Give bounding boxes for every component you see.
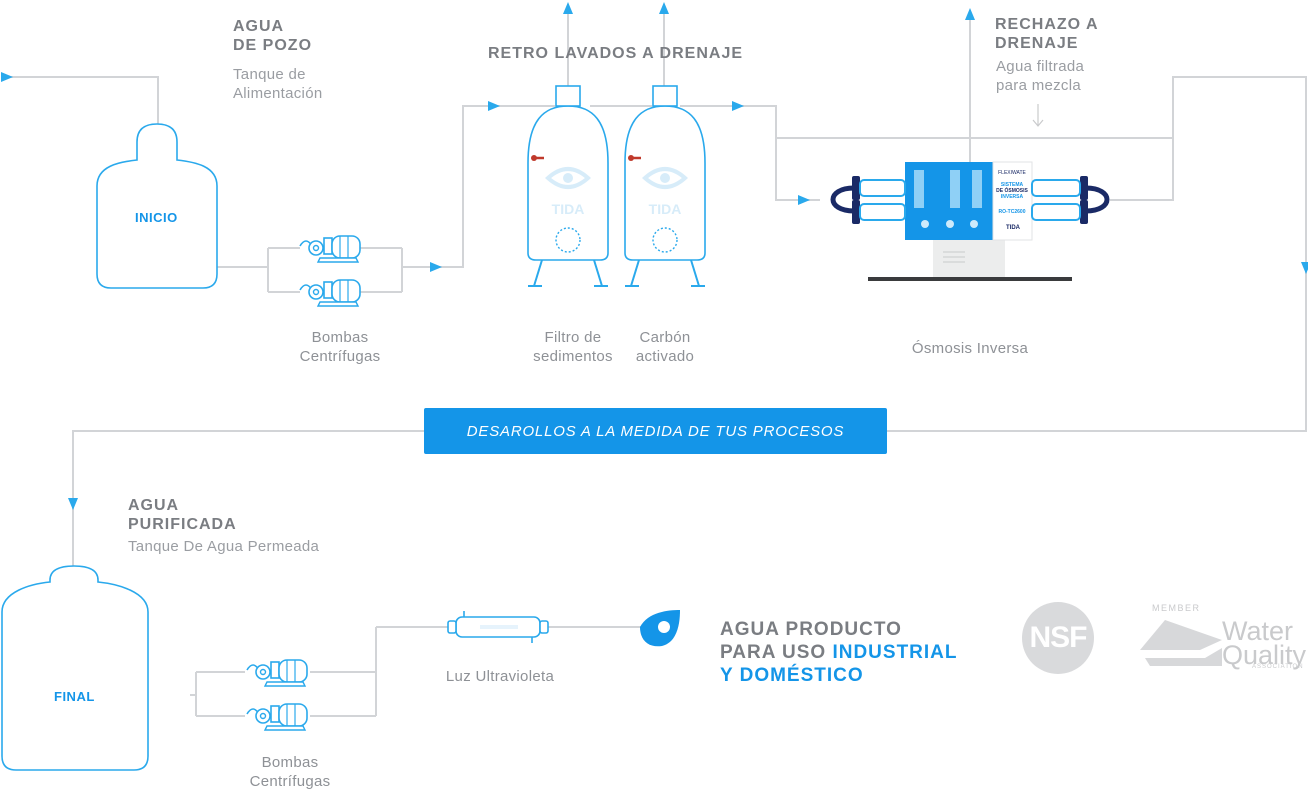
final-tank-label: FINAL bbox=[54, 689, 95, 704]
filter-brand-2: TIDA bbox=[649, 201, 682, 217]
centrifugal-pump-bottom-1 bbox=[246, 659, 308, 687]
ro-system-line3: INVERSA bbox=[1001, 194, 1024, 200]
ro-model: RO-TC2600 bbox=[999, 209, 1026, 215]
wqa-name: Water Quality bbox=[1222, 616, 1307, 670]
pumps-top-label: Bombas Centrífugas bbox=[299, 329, 381, 365]
filter-brand-1: TIDA bbox=[552, 201, 585, 217]
custom-development-banner[interactable]: DESAROLLOS A LA MEDIDA DE TUS PROCESOS bbox=[424, 408, 887, 454]
pipes bbox=[5, 8, 1307, 717]
uv-light bbox=[447, 611, 549, 643]
reverse-osmosis-unit: FLEXIWATE SISTEMA DE ÓSMOSIS INVERSA RO-… bbox=[830, 161, 1110, 281]
centrifugal-pump-top-2 bbox=[299, 279, 361, 307]
wqa-association: ASSOCIATION bbox=[1252, 664, 1304, 670]
product-line-3: Y DOMÉSTICO bbox=[720, 665, 864, 686]
product-statement: AGUA PRODUCTO PARA USO INDUSTRIAL Y DOMÉ… bbox=[720, 618, 958, 687]
source-title: AGUA DE POZO bbox=[233, 18, 313, 54]
product-line-1: AGUA PRODUCTO bbox=[720, 619, 902, 640]
ro-brand: TIDA bbox=[1006, 225, 1021, 231]
water-drop-icon bbox=[640, 610, 680, 647]
backwash-label: RETRO LAVADOS A DRENAJE bbox=[488, 45, 744, 62]
source-subtitle: Tanque de Alimentación bbox=[233, 66, 323, 102]
purified-title: AGUA PURIFICADA bbox=[128, 497, 237, 533]
product-line-2: PARA USO INDUSTRIAL bbox=[720, 641, 958, 664]
centrifugal-pump-top-1 bbox=[299, 235, 361, 263]
final-tank bbox=[1, 565, 149, 771]
ro-top-logo: FLEXIWATE bbox=[998, 170, 1026, 176]
reject-subtitle: Agua filtrada para mezcla bbox=[996, 58, 1085, 94]
carbon-filter-label: Carbón activado bbox=[635, 329, 695, 365]
centrifugal-pump-bottom-2 bbox=[246, 703, 308, 731]
start-tank bbox=[96, 123, 218, 289]
pumps-bottom-label: Bombas Centrífugas bbox=[249, 754, 331, 790]
wqa-logo-icon bbox=[1140, 620, 1222, 666]
flow-arrows bbox=[1, 2, 1308, 510]
start-tank-label: INICIO bbox=[135, 210, 178, 225]
uv-light-label: Luz Ultravioleta bbox=[445, 668, 555, 685]
ro-system-line1: SISTEMA bbox=[1001, 182, 1024, 188]
reverse-osmosis-label: Ósmosis Inversa bbox=[911, 340, 1029, 357]
wqa-member-text: MEMBER bbox=[1152, 603, 1201, 613]
sediment-filter bbox=[526, 84, 610, 288]
product-line-2-plain: PARA USO bbox=[720, 642, 833, 663]
nsf-logo: NSF bbox=[1022, 602, 1094, 674]
ro-system-line2: DE ÓSMOSIS bbox=[996, 186, 1028, 194]
reject-title: RECHAZO A DRENAJE bbox=[995, 16, 1099, 52]
sediment-filter-label: Filtro de sedimentos bbox=[533, 329, 613, 365]
carbon-filter bbox=[623, 84, 707, 288]
product-line-2-accent: INDUSTRIAL bbox=[832, 642, 958, 663]
purified-subtitle: Tanque De Agua Permeada bbox=[128, 538, 320, 555]
